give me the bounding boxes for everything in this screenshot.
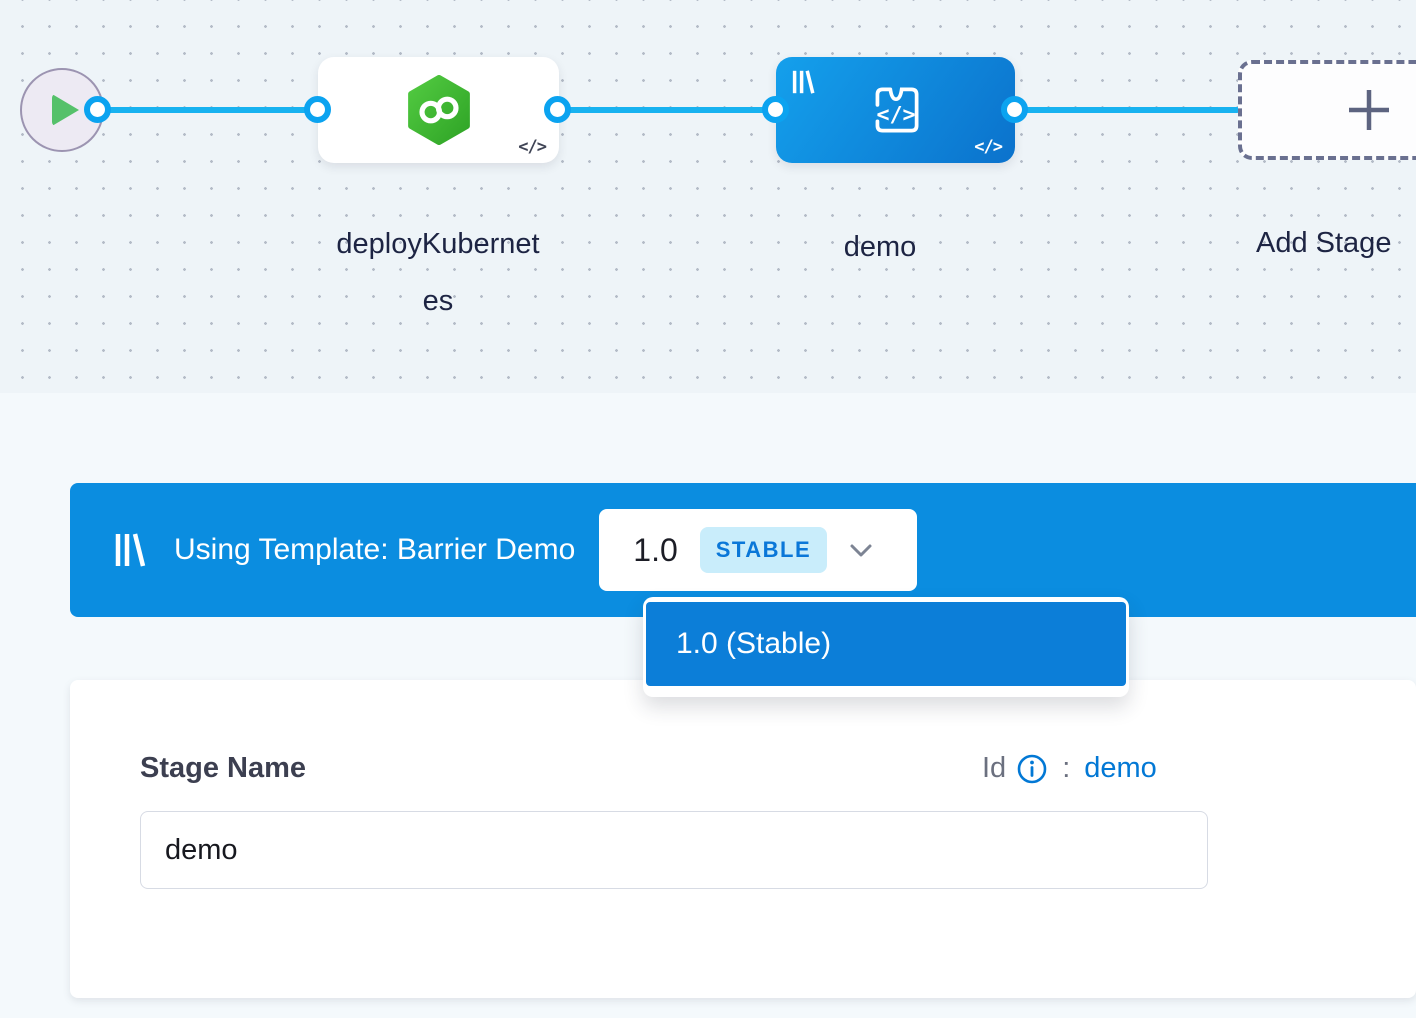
add-stage-label[interactable]: Add Stage <box>1256 227 1392 259</box>
id-label: Id <box>982 752 1007 784</box>
port-deploy-out[interactable] <box>544 96 571 123</box>
edge-deploy-to-demo <box>558 107 778 113</box>
info-icon[interactable] <box>1016 753 1048 785</box>
edge-start-to-deploy <box>98 107 320 113</box>
version-value: 1.0 <box>633 531 678 568</box>
plus-icon <box>1349 90 1389 130</box>
play-icon <box>51 94 79 126</box>
port-demo-in[interactable] <box>762 96 789 123</box>
port-demo-out[interactable] <box>1001 96 1028 123</box>
banner-text: Using Template: Barrier Demo <box>174 533 576 566</box>
version-option-stable[interactable]: 1.0 (Stable) <box>646 602 1126 686</box>
version-selector[interactable]: 1.0 STABLE <box>599 509 918 591</box>
code-icon[interactable]: </> <box>518 137 547 157</box>
stage-overview-panel: Stage Name Id : demo <box>70 680 1416 998</box>
add-stage-button[interactable] <box>1238 60 1416 160</box>
svg-text:</>: </> <box>876 102 915 127</box>
template-icon <box>792 70 815 94</box>
stage-name-input[interactable] <box>140 811 1208 889</box>
id-separator: : <box>1062 752 1071 784</box>
custom-stage-icon: </> <box>875 87 918 133</box>
chevron-down-icon <box>850 544 872 556</box>
stage-label-deploykubernetes[interactable]: deployKubernetes <box>336 228 540 317</box>
stage-node-demo[interactable]: </> </> <box>776 57 1015 163</box>
stage-name-label: Stage Name <box>140 752 307 784</box>
stage-id-row: Id : demo <box>982 752 1157 785</box>
using-template-banner: Using Template: Barrier Demo 1.0 STABLE <box>70 483 1416 617</box>
stage-node-deploykubernetes[interactable]: </> <box>318 57 559 163</box>
stable-badge: STABLE <box>699 527 828 573</box>
kubernetes-hexagon-icon <box>407 75 470 145</box>
version-dropdown-menu: 1.0 (Stable) <box>643 597 1129 697</box>
template-icon <box>115 533 146 567</box>
code-icon[interactable]: </> <box>974 137 1003 157</box>
pipeline-canvas[interactable]: </> </> </> deployKubernetes demo Add St… <box>0 0 1416 393</box>
stage-label-demo[interactable]: demo <box>843 231 917 263</box>
edge-demo-to-addstage <box>1014 107 1240 113</box>
port-deploy-in[interactable] <box>304 96 331 123</box>
stage-id-value[interactable]: demo <box>1084 752 1157 784</box>
port-start-out[interactable] <box>84 96 111 123</box>
